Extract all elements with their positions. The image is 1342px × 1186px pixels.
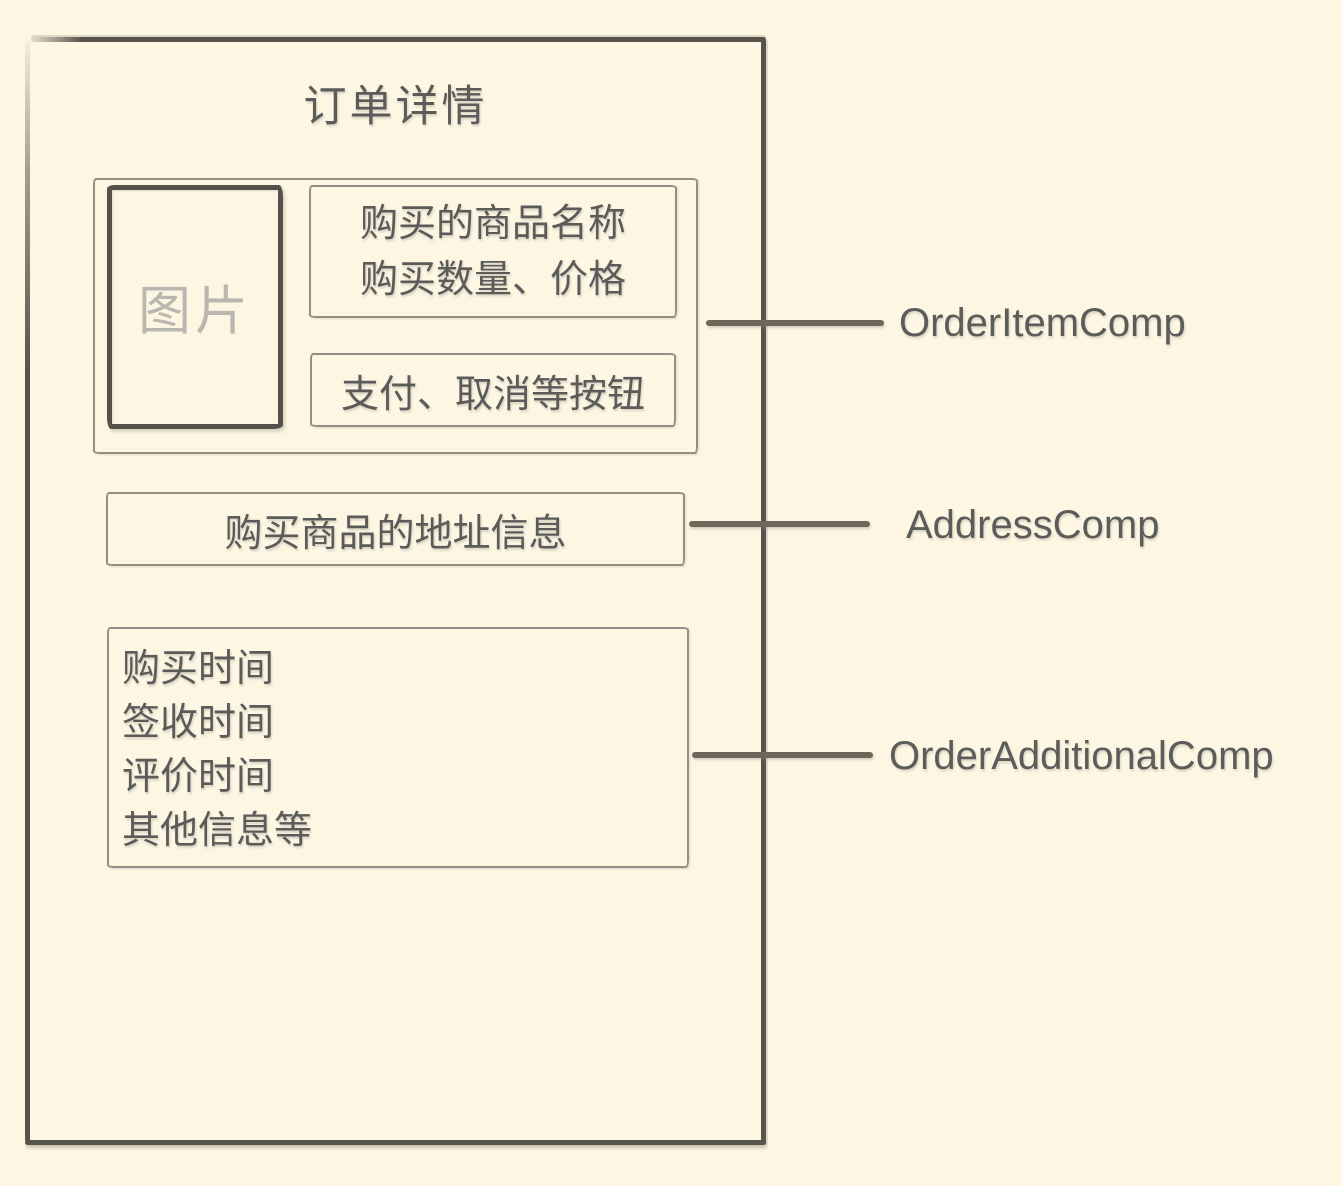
purchase-time-label: 购买时间 xyxy=(122,648,275,690)
phone-frame-border-right xyxy=(761,39,766,1145)
review-time-label: 评价时间 xyxy=(122,756,275,798)
annotation-address-comp: AddressComp xyxy=(906,503,1160,547)
image-placeholder-label: 图片 xyxy=(138,282,252,341)
connector-line-order-additional xyxy=(692,752,873,758)
receipt-time-label: 签收时间 xyxy=(122,702,275,744)
product-image-placeholder: 图片 xyxy=(107,185,283,429)
product-quantity-price-label: 购买数量、价格 xyxy=(359,258,626,301)
phone-frame-border-top xyxy=(31,37,766,42)
order-action-buttons-box: 支付、取消等按钮 xyxy=(310,353,676,427)
annotation-order-additional-comp: OrderAdditionalComp xyxy=(889,734,1274,778)
other-info-label: 其他信息等 xyxy=(122,810,313,852)
annotation-order-item-comp: OrderItemComp xyxy=(899,301,1186,345)
order-additional-info-box: 购买时间 签收时间 评价时间 其他信息等 xyxy=(107,627,689,868)
product-name-label: 购买的商品名称 xyxy=(359,202,626,245)
address-info-box: 购买商品的地址信息 xyxy=(106,492,685,566)
phone-frame-border-bottom xyxy=(25,1140,766,1145)
order-item-component-box xyxy=(93,178,698,454)
page-title: 订单详情 xyxy=(303,83,488,131)
connector-line-address xyxy=(689,521,870,527)
connector-line-order-item xyxy=(706,320,884,326)
product-info-box: 购买的商品名称 购买数量、价格 xyxy=(309,185,677,318)
phone-frame-border-left xyxy=(25,41,30,1142)
